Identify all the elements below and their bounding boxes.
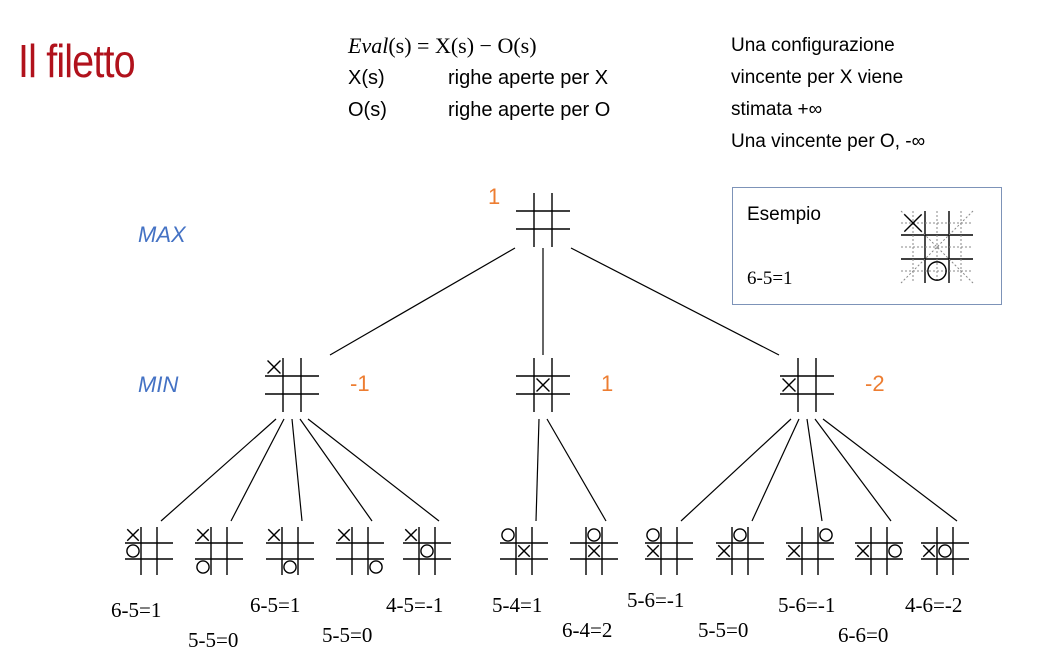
o-mark — [420, 544, 434, 558]
tree-edge — [329, 247, 516, 356]
note-line-4: Una vincente per O, -∞ — [731, 131, 926, 152]
leaf-board — [570, 527, 618, 575]
o-mark — [938, 544, 952, 558]
leaf-calc: 6-6=0 — [838, 623, 889, 647]
leaf-board — [786, 527, 834, 575]
x-mark — [196, 528, 210, 542]
note-line-3: stimata +∞ — [731, 99, 823, 120]
page-title: Il filetto — [18, 35, 136, 87]
leaf-calc: 5-5=0 — [698, 618, 749, 642]
example-board — [900, 210, 974, 284]
o-mark — [646, 528, 660, 542]
x-mark — [587, 544, 601, 558]
leaf-board — [500, 527, 548, 575]
leaf-board — [645, 527, 693, 575]
min-board — [516, 358, 570, 412]
tree-edge — [680, 418, 792, 522]
o-mark — [819, 528, 833, 542]
o-mark — [283, 560, 297, 574]
leaf-board — [125, 527, 173, 575]
tree-edge — [751, 418, 800, 522]
note-line-1: Una configurazione — [731, 35, 895, 56]
x-mark — [922, 544, 936, 558]
x-description: righe aperte per X — [448, 67, 609, 89]
root-board — [516, 193, 570, 247]
min-board — [780, 358, 834, 412]
leaf-calc: 6-5=1 — [111, 598, 162, 622]
leaf-board — [921, 527, 969, 575]
x-label: X(s) — [348, 67, 385, 89]
x-mark — [267, 360, 281, 374]
x-mark — [646, 544, 660, 558]
tree-edge — [160, 418, 277, 522]
x-definition: X(s) righe aperte per X — [348, 62, 610, 94]
level-label-min: MIN — [138, 372, 179, 397]
tree-edge — [570, 247, 780, 356]
tree-edge — [814, 418, 892, 522]
tree-edge — [822, 418, 958, 522]
root-score: 1 — [488, 184, 501, 209]
leaf-calc: 5-4=1 — [492, 593, 543, 617]
leaf-calc: 6-5=1 — [250, 593, 301, 617]
o-mark — [888, 544, 902, 558]
tree-edge — [307, 418, 440, 522]
x-mark — [717, 544, 731, 558]
min-score: -2 — [865, 371, 885, 396]
o-mark — [501, 528, 515, 542]
o-label: O(s) — [348, 99, 387, 121]
leaf-board — [195, 527, 243, 575]
tree-edge — [230, 418, 285, 522]
leaf-calc: 4-6=-2 — [905, 593, 963, 617]
example-box: Esempio 6-5=1 — [732, 187, 1002, 305]
o-mark — [733, 528, 747, 542]
o-definition: O(s) righe aperte per O — [348, 94, 610, 126]
o-mark — [369, 560, 383, 574]
x-mark — [903, 213, 923, 233]
leaf-board — [266, 527, 314, 575]
leaf-board — [855, 527, 903, 575]
eval-definition: Eval(s) = X(s) − O(s) — [348, 30, 610, 62]
leaf-calc: 4-5=-1 — [386, 593, 444, 617]
min-score: 1 — [601, 371, 614, 396]
tree-edge — [546, 418, 607, 522]
tree-edge — [291, 418, 303, 522]
leaf-calc: 6-4=2 — [562, 618, 613, 642]
leaf-calc: 5-5=0 — [188, 628, 239, 652]
leaf-calc: 5-5=0 — [322, 623, 373, 647]
o-mark — [196, 560, 210, 574]
eval-function-name: Eval — [348, 33, 389, 58]
o-description: righe aperte per O — [448, 99, 611, 121]
leaf-calc: 5-6=-1 — [627, 588, 685, 612]
x-mark — [536, 378, 550, 392]
tree-edge — [806, 418, 823, 522]
example-calc: 6-5=1 — [747, 268, 793, 289]
o-mark — [927, 261, 947, 281]
x-mark — [337, 528, 351, 542]
leaf-board — [403, 527, 451, 575]
eval-formula: Eval(s) = X(s) − O(s) X(s) righe aperte p… — [348, 30, 610, 126]
level-label-max: MAX — [138, 222, 186, 247]
x-mark — [782, 378, 796, 392]
x-mark — [267, 528, 281, 542]
o-mark — [126, 544, 140, 558]
example-title: Esempio — [747, 204, 821, 225]
x-mark — [517, 544, 531, 558]
x-mark — [787, 544, 801, 558]
eval-expression: (s) = X(s) − O(s) — [388, 33, 537, 58]
winning-note: Una configurazione vincente per X viene … — [731, 30, 925, 158]
min-board — [265, 358, 319, 412]
leaf-board — [336, 527, 384, 575]
x-mark — [126, 528, 140, 542]
leaf-board — [716, 527, 764, 575]
x-mark — [856, 544, 870, 558]
min-score: -1 — [350, 371, 370, 396]
o-mark — [587, 528, 601, 542]
note-line-2: vincente per X viene — [731, 67, 904, 88]
x-mark — [404, 528, 418, 542]
leaf-calc: 5-6=-1 — [778, 593, 836, 617]
tree-edge — [535, 418, 540, 522]
tree-edge — [299, 418, 373, 522]
